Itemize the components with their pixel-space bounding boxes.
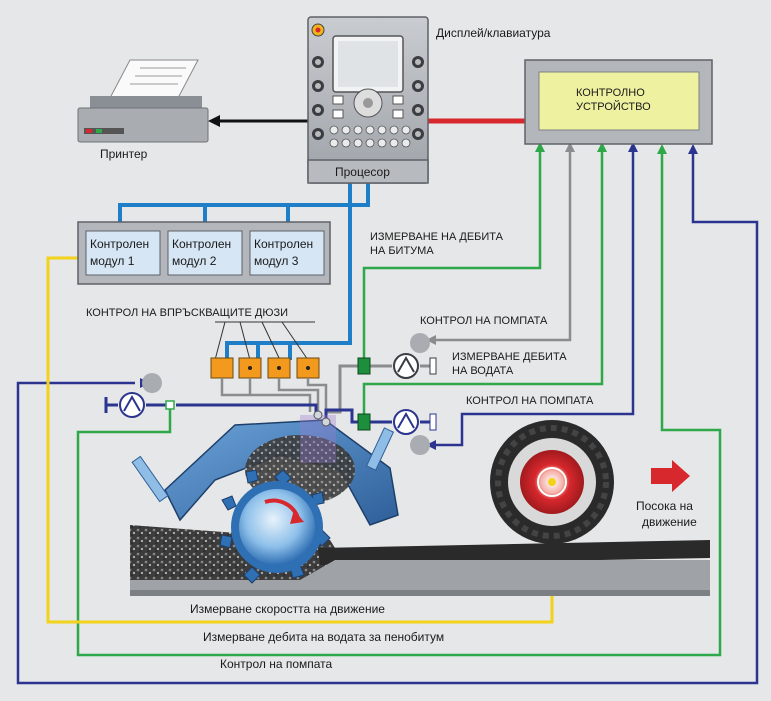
control-module-3: [249, 230, 325, 276]
water-flow-sensor: [357, 413, 371, 431]
pump-control-top-line: [432, 150, 572, 342]
pump-control-mid-line: [428, 150, 635, 447]
arrow-head: [688, 144, 698, 154]
bitumen-flow-label-line1: ИЗМЕРВАНЕ НА ДЕБИТА: [370, 231, 504, 243]
processor-label: Процесор: [335, 165, 390, 179]
arrow-head: [628, 142, 638, 152]
arrow-head: [565, 142, 575, 152]
valve-icon: [165, 400, 175, 410]
pump-control-bottom-label: Контрол на помпата: [220, 657, 333, 671]
water-flow-label-line1: ИЗМЕРВАНЕ ДЕБИТА: [452, 351, 567, 363]
controller-label-line1: КОНТРОЛНО: [576, 87, 645, 99]
arrow-head: [535, 142, 545, 152]
direction-label-line2: движение: [642, 515, 697, 529]
module1-label-line2: модул 1: [90, 254, 135, 268]
pump-control-outer-line: [16, 152, 759, 685]
arrow-head: [426, 335, 436, 345]
left-supply-pipe: [106, 403, 318, 412]
foam-water-flow-line: [76, 152, 722, 657]
arrow-head: [597, 142, 607, 152]
valve-icon: [429, 413, 437, 431]
module1-label-line1: Контролен: [90, 237, 149, 251]
controller-unit: [524, 59, 713, 145]
processor-bus: [118, 183, 370, 360]
arrow-head: [657, 144, 667, 154]
pump-control-mid-label: КОНТРОЛ НА ПОМПАТА: [466, 395, 594, 407]
printer-label: Принтер: [100, 147, 148, 161]
display-keyboard-label: Дисплей/клавиатура: [436, 26, 551, 40]
module3-label-line2: модул 3: [254, 254, 299, 268]
spray-plume: [300, 415, 336, 463]
pump-icon: [393, 409, 419, 435]
nozzle-feed-lines: [220, 378, 328, 412]
bitumen-flow-line: [362, 150, 542, 360]
pump-control-top-label: КОНТРОЛ НА ПОМПАТА: [420, 315, 548, 327]
module2-label-line1: Контролен: [172, 237, 231, 251]
nozzle-control-label: КОНТРОЛ НА ВПРЪСКВАЩИТЕ ДЮЗИ: [86, 307, 288, 319]
pump-icon: [119, 392, 145, 418]
arrow-head: [426, 440, 436, 450]
nozzle-icon: [210, 357, 320, 379]
water-flow-line: [362, 150, 604, 418]
wheel-icon: [490, 420, 614, 544]
control-module-2: [167, 230, 243, 276]
valve-icon: [429, 357, 437, 375]
speed-measure-label: Измерване скоростта на движение: [190, 602, 385, 616]
spray-nozzle-head: [321, 417, 331, 427]
nozzle-label-leaders: [214, 321, 315, 361]
pump-motor-left: [142, 373, 162, 393]
milling-drum-icon: [131, 419, 399, 584]
bitumen-flow-sensor: [357, 357, 371, 375]
printer-arrow-head: [208, 115, 220, 127]
direction-label-line1: Посока на: [636, 499, 693, 513]
module2-label-line2: модул 2: [172, 254, 217, 268]
pump-motor-mid: [410, 435, 430, 455]
road-surface: [130, 525, 710, 596]
processor-keypad-icon: [307, 16, 429, 184]
spray-nozzle-head: [313, 410, 323, 420]
water-flow-label-line2: НА ВОДАТА: [452, 365, 514, 377]
printer-icon: [77, 59, 209, 143]
module3-label-line1: Контролен: [254, 237, 313, 251]
foam-water-flow-label: Измерване дебита на водата за пенобитум: [203, 630, 444, 644]
controller-label-line2: УСТРОЙСТВО: [576, 100, 651, 113]
arrow-right-icon: [651, 460, 690, 492]
pump-icon: [393, 353, 419, 379]
bitumen-flow-label-line2: НА БИТУМА: [370, 245, 434, 257]
control-module-1: [85, 230, 161, 276]
pump-motor-top: [410, 333, 430, 353]
